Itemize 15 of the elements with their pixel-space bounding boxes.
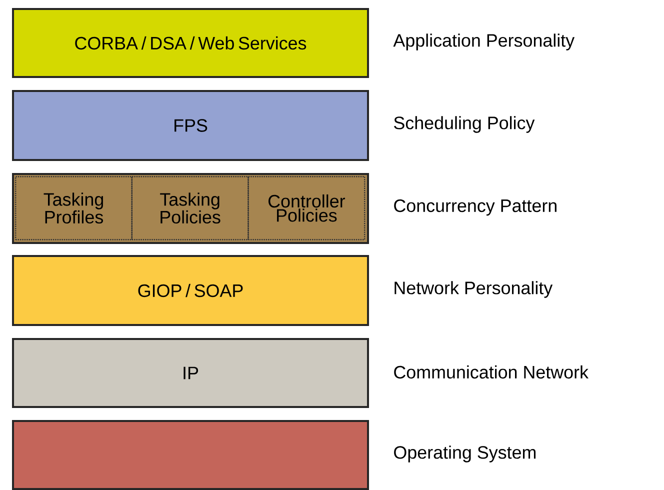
layer-label: Scheduling Policy	[394, 116, 535, 133]
layer-label: Operating System	[394, 446, 536, 462]
layer-label: Application Personality	[393, 34, 575, 50]
layer-box	[12, 420, 369, 490]
layer-label: Communication Network	[394, 365, 589, 379]
layer-cell: Controller Policies	[248, 176, 366, 240]
layer-label: Concurrency Pattern	[394, 199, 556, 216]
layer-box: GIOP / SOAP	[12, 255, 369, 326]
layer-box: IP	[12, 338, 369, 408]
layer-cell: Tasking Policies	[131, 176, 249, 240]
layer-cell: Tasking Profiles	[15, 176, 132, 240]
layer-box	[12, 173, 369, 244]
layer-box: CORBA / DSA / Web Services	[12, 8, 369, 78]
layer-label: Network Personality	[394, 281, 553, 298]
layer-box: FPS	[12, 90, 369, 161]
